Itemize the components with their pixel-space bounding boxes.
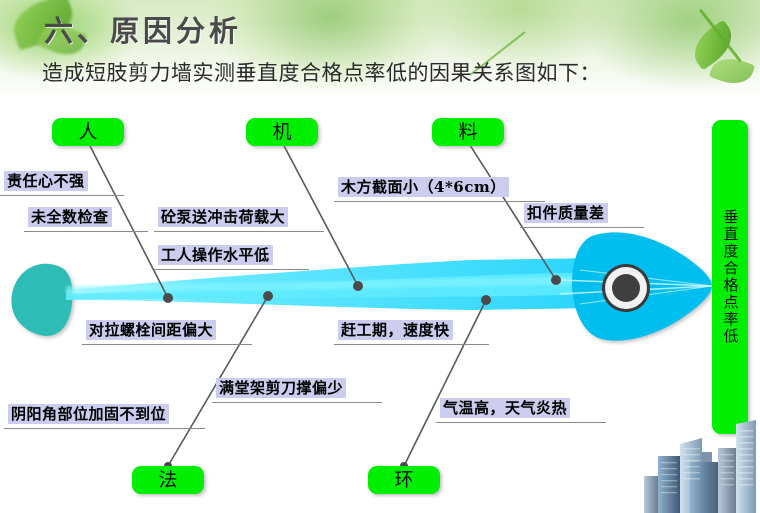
cause-label-text: 木方截面小（4*6cm） (341, 178, 506, 196)
cause-underline (82, 344, 253, 345)
city-skyline-icon (644, 420, 756, 513)
page-title: 六、原因分析 (44, 14, 243, 48)
cause-underline (436, 422, 607, 423)
cause-underline (154, 269, 309, 270)
cause-label-text: 砼泵送冲击荷载大 (161, 208, 286, 226)
cause-label-text: 未全数检查 (31, 208, 109, 226)
cause-underline (0, 195, 124, 196)
cause-label-text: 气温高，天气炎热 (443, 399, 568, 417)
cause-label-text: 工人操作水平低 (161, 246, 270, 264)
cause-label-10[interactable]: 阴阳角部位加固不到位 (4, 404, 206, 429)
category-box-ren[interactable]: 人 (52, 118, 124, 146)
cause-underline (520, 227, 644, 228)
cause-underline (24, 231, 148, 232)
cause-label-2[interactable]: 未全数检查 (24, 207, 148, 232)
category-box-ji[interactable]: 机 (246, 118, 318, 146)
cause-label-9[interactable]: 满堂架剪刀撑偏少 (212, 378, 383, 403)
cause-label-1[interactable]: 责任心不强 (0, 171, 124, 196)
cause-underline (154, 231, 325, 232)
fishbone-diagram-graphic (11, 138, 713, 470)
bone-connectors-top (87, 141, 557, 299)
cause-underline (4, 428, 206, 429)
city-skyline-decoration (640, 418, 760, 513)
cause-label-8[interactable]: 赶工期，速度快 (334, 320, 489, 345)
fish-eye (602, 264, 650, 312)
cause-label-text: 阴阳角部位加固不到位 (11, 405, 167, 423)
cause-underline (212, 402, 383, 403)
cause-label-3[interactable]: 砼泵送冲击荷载大 (154, 207, 325, 232)
fish-spine-glow (66, 276, 600, 294)
page-subtitle: 造成短肢剪力墙实测垂直度合格点率低的因果关系图如下： (42, 61, 601, 85)
category-box-liao[interactable]: 料 (432, 118, 504, 146)
cause-label-7[interactable]: 对拉螺栓间距偏大 (82, 320, 253, 345)
bone-joint-dots-spine (163, 275, 561, 305)
cause-label-11[interactable]: 气温高，天气炎热 (436, 398, 607, 423)
cause-label-4[interactable]: 工人操作水平低 (154, 245, 309, 270)
cause-label-text: 对拉螺栓间距偏大 (89, 321, 214, 339)
cause-label-5[interactable]: 木方截面小（4*6cm） (334, 177, 545, 202)
effect-box[interactable]: 垂直度合格点率低 (712, 120, 748, 434)
fish-tail (11, 263, 73, 336)
cause-label-text: 赶工期，速度快 (341, 321, 450, 339)
cause-label-text: 扣件质量差 (527, 204, 605, 222)
category-box-huan[interactable]: 环 (368, 466, 440, 494)
cause-underline (334, 344, 489, 345)
cause-label-6[interactable]: 扣件质量差 (520, 203, 644, 228)
cause-underline (334, 201, 545, 202)
category-box-fa[interactable]: 法 (132, 466, 204, 494)
cause-label-text: 满堂架剪刀撑偏少 (219, 379, 344, 397)
cause-label-text: 责任心不强 (7, 172, 85, 190)
header-banner (0, 0, 760, 108)
